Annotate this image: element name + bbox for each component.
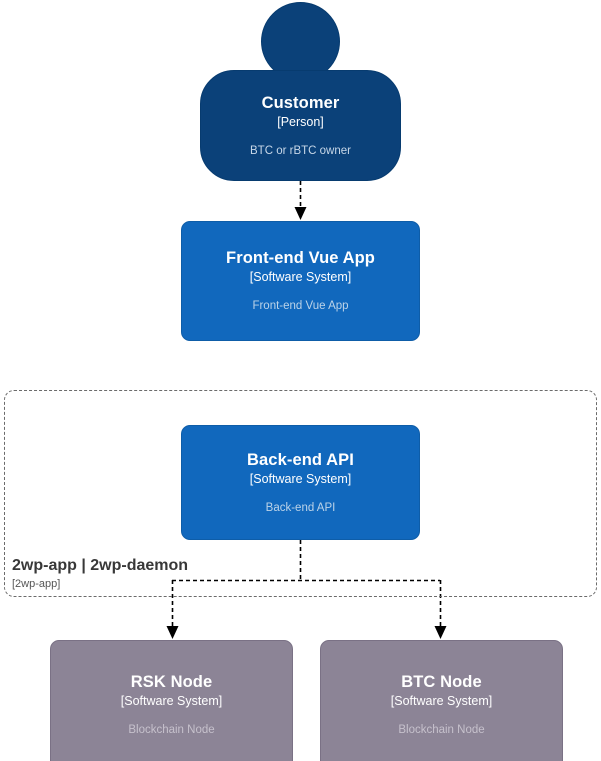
customer-description: BTC or rBTC owner bbox=[250, 144, 351, 157]
boundary-2wp-app[interactable] bbox=[4, 390, 597, 597]
btc-node-description: Blockchain Node bbox=[398, 724, 485, 736]
backend-type: [Software System] bbox=[249, 471, 352, 486]
rsk-node-title: RSK Node bbox=[130, 673, 213, 691]
customer-type: [Person] bbox=[277, 114, 324, 129]
backend-title: Back-end API bbox=[247, 450, 354, 469]
btc-node-title: BTC Node bbox=[401, 673, 482, 691]
relationship-customer-to-frontend bbox=[294, 181, 307, 220]
frontend-title: Front-end Vue App bbox=[226, 249, 375, 267]
rsk-node-description: Blockchain Node bbox=[128, 724, 215, 736]
btc-node-type: [Software System] bbox=[390, 694, 493, 708]
backend-description: Back-end API bbox=[265, 501, 336, 514]
node-customer[interactable]: Customer [Person] BTC or rBTC owner bbox=[200, 70, 401, 181]
frontend-description: Front-end Vue App bbox=[252, 300, 349, 312]
node-btc-node[interactable]: BTC Node [Software System] Blockchain No… bbox=[320, 640, 563, 761]
customer-title: Customer bbox=[261, 93, 340, 112]
rsk-node-type: [Software System] bbox=[120, 694, 223, 708]
node-rsk-node[interactable]: RSK Node [Software System] Blockchain No… bbox=[50, 640, 293, 761]
node-backend-api[interactable]: Back-end API [Software System] Back-end … bbox=[181, 425, 420, 540]
customer-head-icon bbox=[261, 2, 340, 81]
boundary-type: [2wp-app] bbox=[12, 578, 61, 590]
frontend-type: [Software System] bbox=[249, 270, 352, 284]
boundary-label: 2wp-app | 2wp-daemon [2wp-app] bbox=[12, 556, 188, 591]
node-frontend-vue-app[interactable]: Front-end Vue App [Software System] Fron… bbox=[181, 221, 420, 341]
boundary-title: 2wp-app | 2wp-daemon bbox=[12, 557, 189, 574]
